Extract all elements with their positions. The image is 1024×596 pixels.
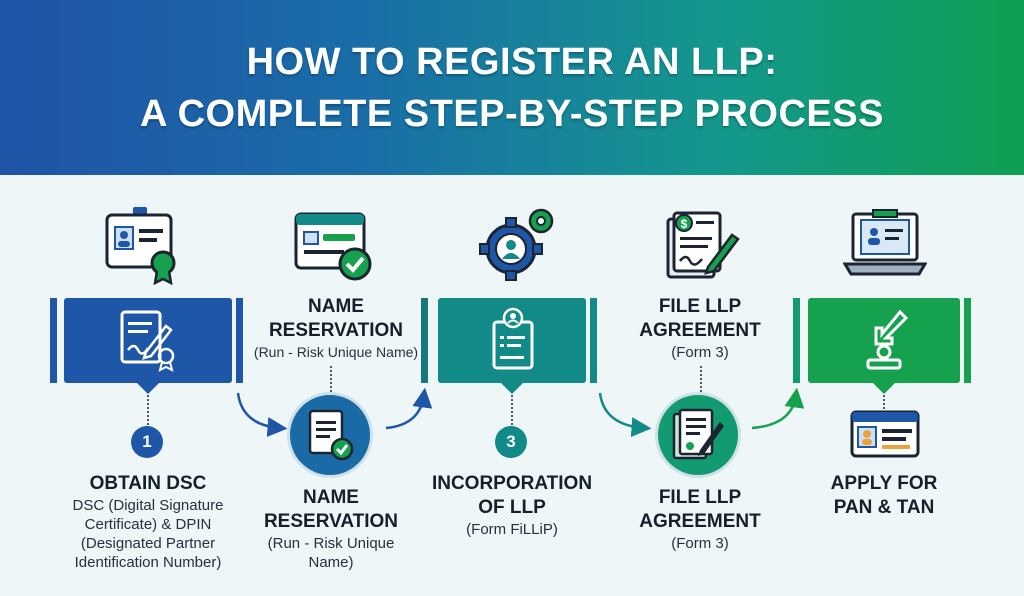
step-2-top-label: NAME RESERVATION (Run - Risk Unique Name…	[246, 295, 426, 362]
band-pointer	[500, 382, 524, 394]
id-card-badge-icon	[105, 207, 176, 285]
step-2-bottom-desc-1: (Run - Risk Unique	[267, 535, 395, 552]
band-side-bar	[793, 298, 800, 383]
agreement-sign-icon	[672, 408, 724, 460]
band-pointer	[872, 382, 896, 394]
id-card-icon	[850, 410, 920, 458]
user-document-icon	[492, 307, 534, 370]
step-2-top-desc: (Run - Risk Unique Name)	[253, 344, 419, 360]
step-1-band	[64, 298, 232, 394]
step-4-top-title-1: FILE LLP	[658, 296, 742, 317]
step-1-desc-3: (Designated Partner	[80, 535, 216, 552]
step-4-circle	[655, 392, 741, 478]
step-4-bottom-label: FILE LLP AGREEMENT (Form 3)	[610, 486, 790, 553]
flow-arrow	[385, 387, 433, 430]
step-2-bottom-title-1: NAME	[303, 487, 359, 508]
step-4-bottom-title-2: AGREEMENT	[639, 511, 761, 532]
flow-arrow	[236, 392, 288, 437]
band-pointer	[136, 382, 160, 394]
step-5-title-1: APPLY FOR	[830, 473, 938, 494]
step-3-number: 3	[495, 426, 527, 458]
dotted-connector	[330, 366, 332, 392]
svg-text:$: $	[681, 217, 688, 231]
step-3-label: INCORPORATION OF LLP (Form FiLLiP)	[424, 472, 600, 539]
document-check-icon	[308, 409, 354, 461]
page-header: HOW TO REGISTER AN LLP: A COMPLETE STEP-…	[0, 0, 1024, 175]
step-4-bottom-title-1: FILE LLP	[658, 487, 742, 508]
step-3-title-1: INCORPORATION	[431, 473, 593, 494]
step-4-top-desc: (Form 3)	[671, 344, 729, 361]
step-3-desc: (Form FiLLiP)	[466, 521, 558, 538]
page-title-line-1: HOW TO REGISTER AN LLP:	[246, 40, 778, 83]
band-side-bar	[590, 298, 597, 383]
step-4-top-title-2: AGREEMENT	[639, 320, 761, 341]
band-side-bar	[236, 298, 243, 383]
step-2-circle	[287, 392, 373, 478]
flow-arrow	[598, 392, 652, 438]
step-2-bottom-desc-2: Name)	[308, 554, 354, 571]
step-3-band	[438, 298, 586, 394]
dotted-connector	[700, 366, 702, 392]
step-2-top-title-2: RESERVATION	[268, 320, 404, 341]
certificate-pen-icon	[120, 310, 175, 372]
step-1-desc-4: Identification Number)	[74, 554, 222, 571]
step-3-title-2: OF LLP	[478, 497, 546, 518]
gears-user-icon	[479, 208, 554, 281]
step-2-bottom-title-2: RESERVATION	[263, 511, 399, 532]
browser-check-icon	[294, 212, 372, 281]
band-side-bar	[964, 298, 971, 383]
dotted-connector	[883, 395, 885, 409]
dotted-connector	[147, 395, 149, 425]
step-4-top-label: FILE LLP AGREEMENT (Form 3)	[610, 295, 790, 362]
dotted-connector	[511, 395, 513, 425]
step-1-label: OBTAIN DSC DSC (Digital Signature Certif…	[52, 472, 244, 572]
step-1-desc-1: DSC (Digital Signature	[72, 497, 224, 514]
step-2-top-title-1: NAME	[308, 296, 364, 317]
step-1-number: 1	[131, 426, 163, 458]
step-5-band	[808, 298, 960, 394]
band-side-bar	[50, 298, 57, 383]
band-side-bar	[421, 298, 428, 383]
page-title-line-2: A COMPLETE STEP-BY-STEP PROCESS	[140, 92, 884, 135]
laptop-profile-icon	[843, 209, 927, 276]
step-5-label: APPLY FOR PAN & TAN	[808, 472, 960, 520]
step-1-desc-2: Certificate) & DPIN	[84, 516, 212, 533]
flow-arrow	[751, 387, 805, 430]
step-1-title: OBTAIN DSC	[89, 473, 207, 494]
step-5-title-2: PAN & TAN	[833, 497, 935, 518]
arrow-stamp-icon	[866, 309, 909, 370]
dollar-document-pen-icon: $	[666, 211, 740, 279]
step-2-bottom-label: NAME RESERVATION (Run - Risk Unique Name…	[246, 486, 416, 572]
step-4-bottom-desc: (Form 3)	[671, 535, 729, 552]
